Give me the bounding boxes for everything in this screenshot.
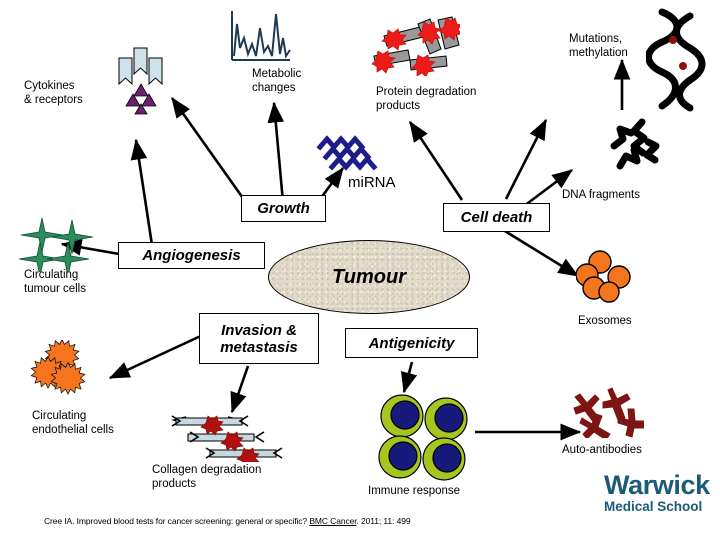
process-box-cell-death-label: Cell death — [460, 209, 533, 226]
mirna-icon — [316, 135, 378, 171]
biomarker-label-collagen: Collagen degradation products — [152, 464, 262, 490]
warwick-logo: Warwick Medical School — [604, 470, 710, 515]
cytokine-receptor-icon — [118, 47, 163, 115]
biomarker-label-dna-fragments: DNA fragments — [562, 189, 640, 201]
dna-helix-icon — [646, 8, 706, 112]
biomarker-label-exosomes: Exosomes — [578, 315, 632, 327]
biomarker-label-protein: Protein degradation products — [376, 86, 477, 112]
exosome-icon — [576, 250, 631, 303]
biomarker-label-immune: Immune response — [368, 485, 461, 497]
process-box-angiogenesis-label: Angiogenesis — [142, 247, 241, 264]
warwick-logo-name: Warwick — [604, 470, 710, 500]
citation-post: . 2011; 11: 499 — [356, 516, 411, 526]
collagen-fragment-icon — [171, 415, 283, 462]
tumour-label: Tumour — [331, 265, 407, 288]
tumour-node: Tumour — [268, 240, 470, 314]
biomarker-label-cytokines: Cytokines & receptors — [24, 80, 83, 106]
process-box-angiogenesis[interactable]: Angiogenesis — [118, 242, 265, 269]
lymphocyte-icon — [378, 394, 468, 481]
spectrum-chart-icon — [231, 11, 291, 61]
antibody-icon — [573, 387, 644, 438]
process-box-cell-death[interactable]: Cell death — [443, 203, 550, 232]
process-box-growth[interactable]: Growth — [241, 195, 326, 222]
process-box-antigenicity-label: Antigenicity — [368, 334, 455, 352]
protein-fragment-icon — [371, 16, 460, 76]
process-box-growth-label: Growth — [257, 200, 310, 217]
endothelial-cell-icon — [18, 217, 94, 272]
process-box-invasion[interactable]: Invasion & metastasis — [199, 313, 319, 364]
citation-journal: BMC Cancer — [309, 516, 357, 526]
biomarker-label-cec: Circulating tumour cells — [24, 269, 86, 295]
biomarker-label-mutations: Mutations, methylation — [569, 33, 628, 59]
warwick-logo-sub: Medical School — [604, 499, 703, 514]
process-box-invasion-label: Invasion & metastasis — [220, 321, 298, 356]
biomarker-label-auto-antibodies: Auto-antibodies — [562, 444, 642, 456]
process-box-antigenicity[interactable]: Antigenicity — [345, 328, 478, 358]
biomarker-label-mirna: miRNA — [348, 174, 396, 191]
dna-fragment-icon — [610, 118, 660, 170]
tumour-cell-icon — [30, 340, 86, 395]
biomarker-label-metabolic: Metabolic changes — [252, 68, 302, 94]
citation: Cree IA. Improved blood tests for cancer… — [44, 516, 411, 526]
biomarker-label-ctc: Circulating endothelial cells — [32, 410, 114, 436]
citation-pre: Cree IA. Improved blood tests for cancer… — [44, 516, 310, 526]
